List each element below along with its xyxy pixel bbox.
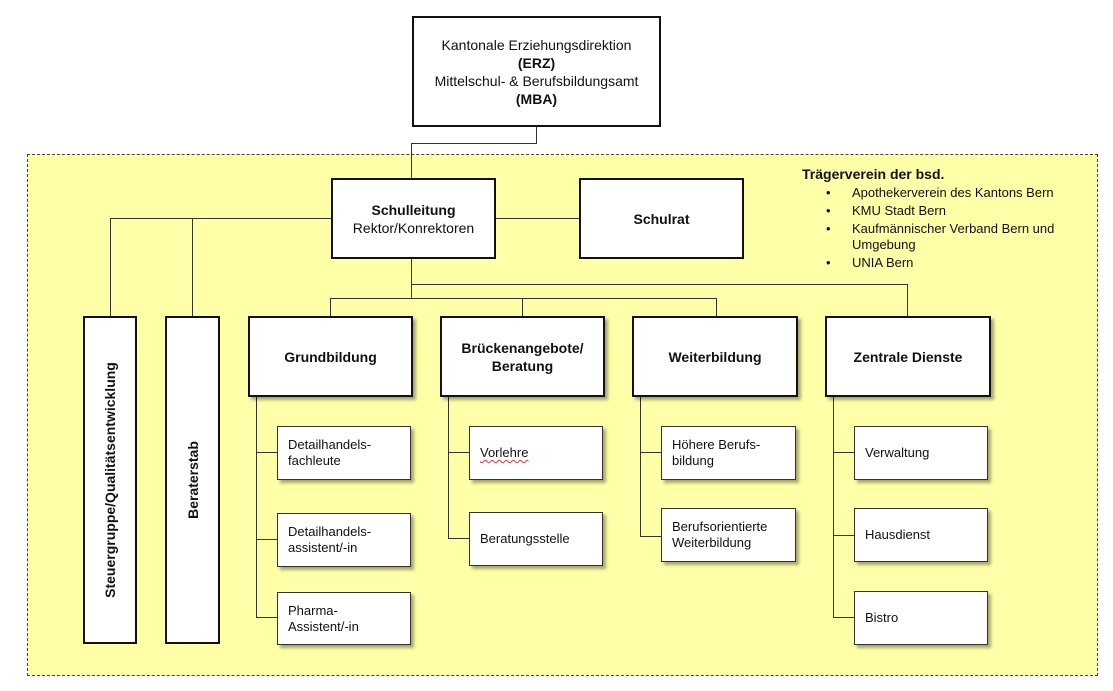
connector-weiter-item1 xyxy=(640,452,661,453)
zentrale-item: Bistro xyxy=(854,591,988,645)
grundbildung-item-label: Pharma- Assistent/-in xyxy=(288,602,359,634)
schulrat-box: Schulrat xyxy=(579,178,744,259)
beraterstab-box: Beraterstab xyxy=(165,316,220,644)
connector-bruecken-vertical xyxy=(522,298,523,317)
mba-abbr: (MBA) xyxy=(515,90,558,107)
connector-leitung-left xyxy=(110,218,331,219)
erz-mba-box: Kantonale Erziehungsdirektion (ERZ) Mitt… xyxy=(412,16,661,127)
steuergruppe-label: Steuergruppe/Qualitätsentwicklung xyxy=(102,362,119,598)
connector-grund-spine xyxy=(256,397,257,618)
grundbildung-title: Grundbildung xyxy=(284,348,377,365)
zentrale-item-label: Verwaltung xyxy=(865,445,930,460)
erz-abbr: (ERZ) xyxy=(517,54,556,71)
connector-leitung-schulrat xyxy=(495,218,579,219)
connector-steuer-vertical xyxy=(110,218,111,317)
traegerverein-item: Apothekerverein des Kantons Bern xyxy=(826,185,1092,201)
connector-bruecken-item1 xyxy=(448,452,469,453)
connector-zentrale-item2 xyxy=(833,535,854,536)
schulrat-title: Schulrat xyxy=(633,210,690,227)
connector-top-horizontal xyxy=(411,143,537,144)
grundbildung-item: Detailhandels- assistent/-in xyxy=(277,513,411,567)
brueckenangebote-title: Brückenangebote/ Beratung xyxy=(461,339,584,374)
traegerverein-info: Trägerverein der bsd. Apothekerverein de… xyxy=(802,166,1092,273)
connector-grund-item2 xyxy=(256,539,277,540)
connector-weiter-item2 xyxy=(640,536,661,537)
connector-bruecken-item2 xyxy=(448,538,469,539)
schulleitung-subtitle: Rektor/Konrektoren xyxy=(352,219,475,236)
connector-grund-item1 xyxy=(256,452,277,453)
grundbildung-item-label: Detailhandels- assistent/-in xyxy=(288,524,372,555)
connector-leitung-down xyxy=(411,258,412,299)
connector-bruecken-spine xyxy=(448,397,449,539)
connector-zentrale-vertical xyxy=(907,284,908,317)
steuergruppe-box: Steuergruppe/Qualitätsentwicklung xyxy=(83,316,137,644)
traegerverein-list: Apothekerverein des Kantons Bern KMU Sta… xyxy=(802,185,1092,271)
bruecken-item: Vorlehre xyxy=(469,426,603,480)
weiterbildung-item-label: Höhere Berufs- bildung xyxy=(672,437,761,468)
connector-zentrale-spine xyxy=(833,397,834,618)
weiterbildung-box: Weiterbildung xyxy=(632,316,798,397)
weiterbildung-item: Berufsorientierte Weiterbildung xyxy=(661,508,796,562)
erz-line: Kantonale Erziehungsdirektion xyxy=(441,36,632,53)
connector-weiterbildung-vertical xyxy=(716,298,717,317)
bruecken-item: Beratungsstelle xyxy=(469,512,603,566)
schulleitung-box: Schulleitung Rektor/Konrektoren xyxy=(331,178,496,259)
traegerverein-title: Trägerverein der bsd. xyxy=(802,166,945,182)
connector-divisions-horizontal xyxy=(330,298,717,299)
grundbildung-box: Grundbildung xyxy=(248,316,413,397)
mba-line: Mittelschul- & Berufsbildungsamt xyxy=(434,72,639,89)
connector-zentrale-item3 xyxy=(833,617,854,618)
grundbildung-item: Pharma- Assistent/-in xyxy=(277,592,411,645)
zentrale-item-label: Hausdienst xyxy=(865,527,931,542)
connector-top-to-leitung xyxy=(536,126,537,144)
weiterbildung-item: Höhere Berufs- bildung xyxy=(661,426,796,480)
schulleitung-title: Schulleitung xyxy=(371,201,456,218)
connector-top-vertical xyxy=(411,143,412,178)
weiterbildung-title: Weiterbildung xyxy=(668,348,762,365)
grundbildung-item: Detailhandels- fachleute xyxy=(277,426,411,480)
zentrale-dienste-box: Zentrale Dienste xyxy=(825,316,991,397)
brueckenangebote-box: Brückenangebote/ Beratung xyxy=(440,316,605,397)
grundbildung-item-label: Detailhandels- fachleute xyxy=(288,437,372,468)
zentrale-item: Hausdienst xyxy=(854,508,988,562)
bruecken-item-label: Vorlehre xyxy=(480,445,529,460)
zentrale-dienste-title: Zentrale Dienste xyxy=(853,348,963,365)
bruecken-item-label: Beratungsstelle xyxy=(480,531,570,546)
connector-berater-vertical xyxy=(192,218,193,317)
traegerverein-item: KMU Stadt Bern xyxy=(826,203,1092,219)
connector-zentrale-item1 xyxy=(833,452,854,453)
traegerverein-item: Kaufmännischer Verband Bern und Umgebung xyxy=(826,221,1092,253)
zentrale-item-label: Bistro xyxy=(865,610,899,625)
connector-grundbildung-vertical xyxy=(330,298,331,317)
connector-grund-item3 xyxy=(256,617,277,618)
beraterstab-label: Beraterstab xyxy=(184,441,201,519)
connector-weiter-spine xyxy=(640,397,641,537)
weiterbildung-item-label: Berufsorientierte Weiterbildung xyxy=(672,519,768,550)
traegerverein-item: UNIA Bern xyxy=(826,255,1092,271)
connector-zentrale-horizontal xyxy=(411,284,908,285)
zentrale-item: Verwaltung xyxy=(854,426,988,480)
